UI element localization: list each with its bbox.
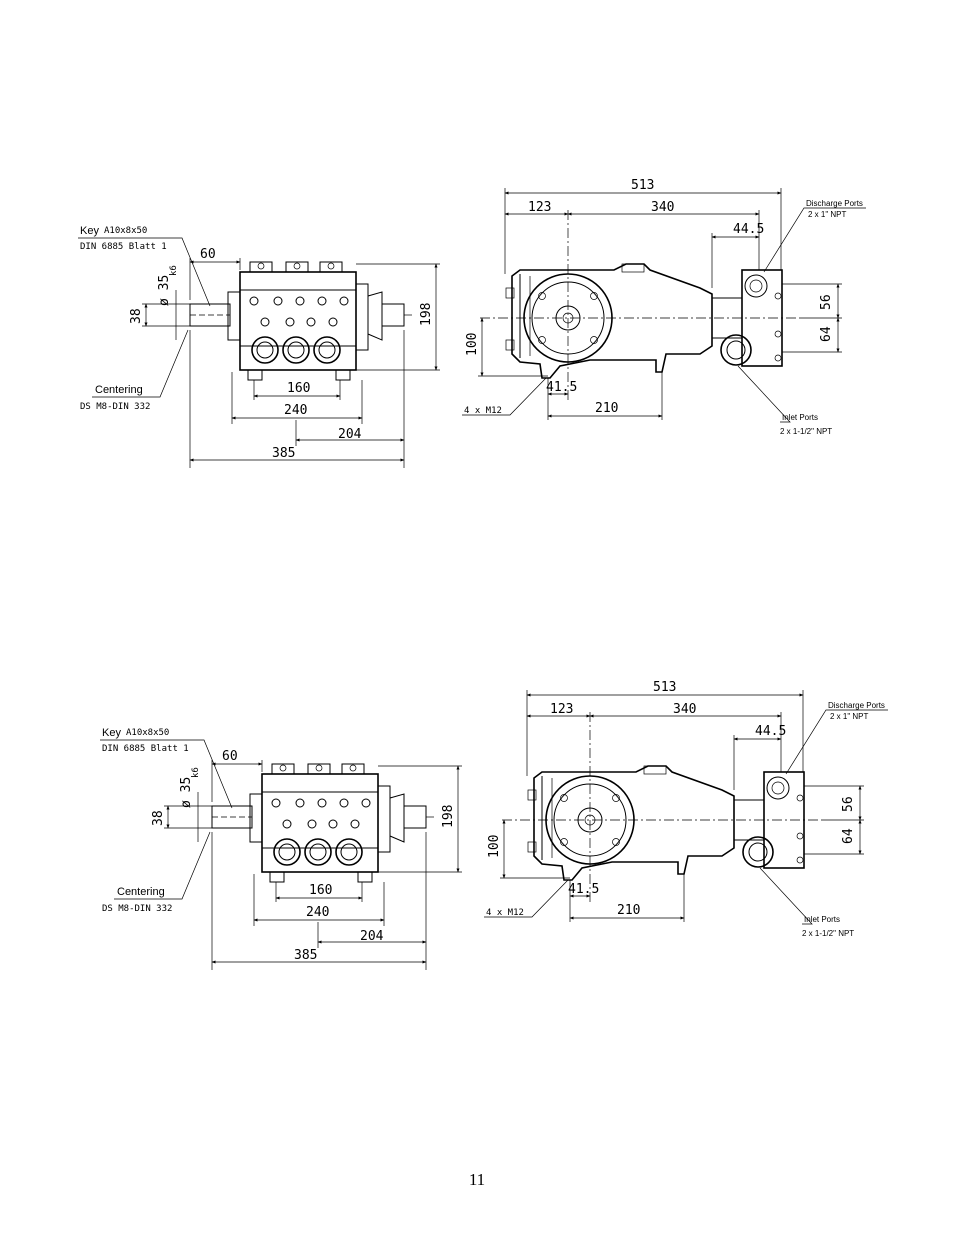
dim-shaft-offset: 123 (550, 702, 573, 717)
dim-shaft-diameter: ø 35 (179, 777, 194, 808)
dim-shaft-offset: 123 (528, 200, 551, 215)
dim-port-offset: 44.5 (733, 222, 764, 237)
inlet-label: Inlet Ports (782, 413, 818, 422)
dim-lower: 64 (819, 326, 834, 342)
key-standard: DIN 6885 Blatt 1 (80, 242, 167, 252)
dim-shaft-height: 100 (487, 835, 502, 858)
mount-label: 4 x M12 (486, 908, 524, 918)
mount-label: 4 x M12 (464, 406, 502, 416)
dim-base-width: 240 (306, 905, 329, 920)
dim-shaft-to-port: 340 (651, 200, 674, 215)
dim-overall: 513 (631, 178, 654, 193)
pump-side-view-1 (462, 188, 866, 422)
dim-foot-span: 210 (595, 401, 618, 416)
dim-foot: 41.5 (568, 882, 599, 897)
drawing-set-1: Key A10x8x50 DIN 6885 Blatt 1 Centering … (78, 178, 866, 468)
dim-mid-length: 204 (338, 427, 362, 442)
dim-height: 198 (419, 303, 434, 326)
dim-shaft-height: 38 (151, 810, 166, 826)
dim-shaft-length: 60 (222, 749, 238, 764)
dim-bolt-spacing: 160 (309, 883, 332, 898)
centering-label: Centering (95, 384, 143, 396)
inlet-spec: 2 x 1-1/2" NPT (802, 929, 854, 938)
dim-foot: 41.5 (546, 380, 577, 395)
dim-upper: 56 (841, 796, 856, 812)
dim-overall: 513 (653, 680, 676, 695)
dim-foot-span: 210 (617, 903, 640, 918)
dim-port-offset: 44.5 (755, 724, 786, 739)
dim-upper: 56 (819, 294, 834, 310)
dim-shaft-length: 60 (200, 247, 216, 262)
discharge-label: Discharge Ports (828, 701, 885, 710)
dim-shaft-height: 100 (465, 333, 480, 356)
centering-spec: DS M8-DIN 332 (80, 402, 150, 412)
pump-side-view-2 (484, 690, 888, 924)
dim-height: 198 (441, 805, 456, 828)
inlet-spec: 2 x 1-1/2" NPT (780, 427, 832, 436)
key-spec: A10x8x50 (104, 226, 147, 236)
dim-lower: 64 (841, 828, 856, 844)
dim-shaft-tolerance: k6 (169, 265, 179, 276)
page-number: 11 (468, 1170, 486, 1189)
dim-overall-length: 385 (272, 446, 295, 461)
discharge-label: Discharge Ports (806, 199, 863, 208)
pump-front-view-1 (78, 238, 440, 468)
dim-overall-length: 385 (294, 948, 317, 963)
dim-shaft-tolerance: k6 (191, 767, 201, 778)
key-label: Key (80, 225, 99, 237)
centering-label: Centering (117, 886, 165, 898)
dim-base-width: 240 (284, 403, 307, 418)
pump-front-view-2 (100, 740, 462, 970)
dim-shaft-height: 38 (129, 308, 144, 324)
dim-shaft-to-port: 340 (673, 702, 696, 717)
discharge-spec: 2 x 1" NPT (808, 210, 847, 219)
key-spec: A10x8x50 (126, 728, 169, 738)
key-standard: DIN 6885 Blatt 1 (102, 744, 189, 754)
drawing-set-2: Key A10x8x50 DIN 6885 Blatt 1 Centering … (100, 680, 888, 970)
inlet-label: Inlet Ports (804, 915, 840, 924)
dim-bolt-spacing: 160 (287, 381, 310, 396)
key-label: Key (102, 727, 121, 739)
discharge-spec: 2 x 1" NPT (830, 712, 869, 721)
dim-mid-length: 204 (360, 929, 384, 944)
centering-spec: DS M8-DIN 332 (102, 904, 172, 914)
dim-shaft-diameter: ø 35 (157, 275, 172, 306)
